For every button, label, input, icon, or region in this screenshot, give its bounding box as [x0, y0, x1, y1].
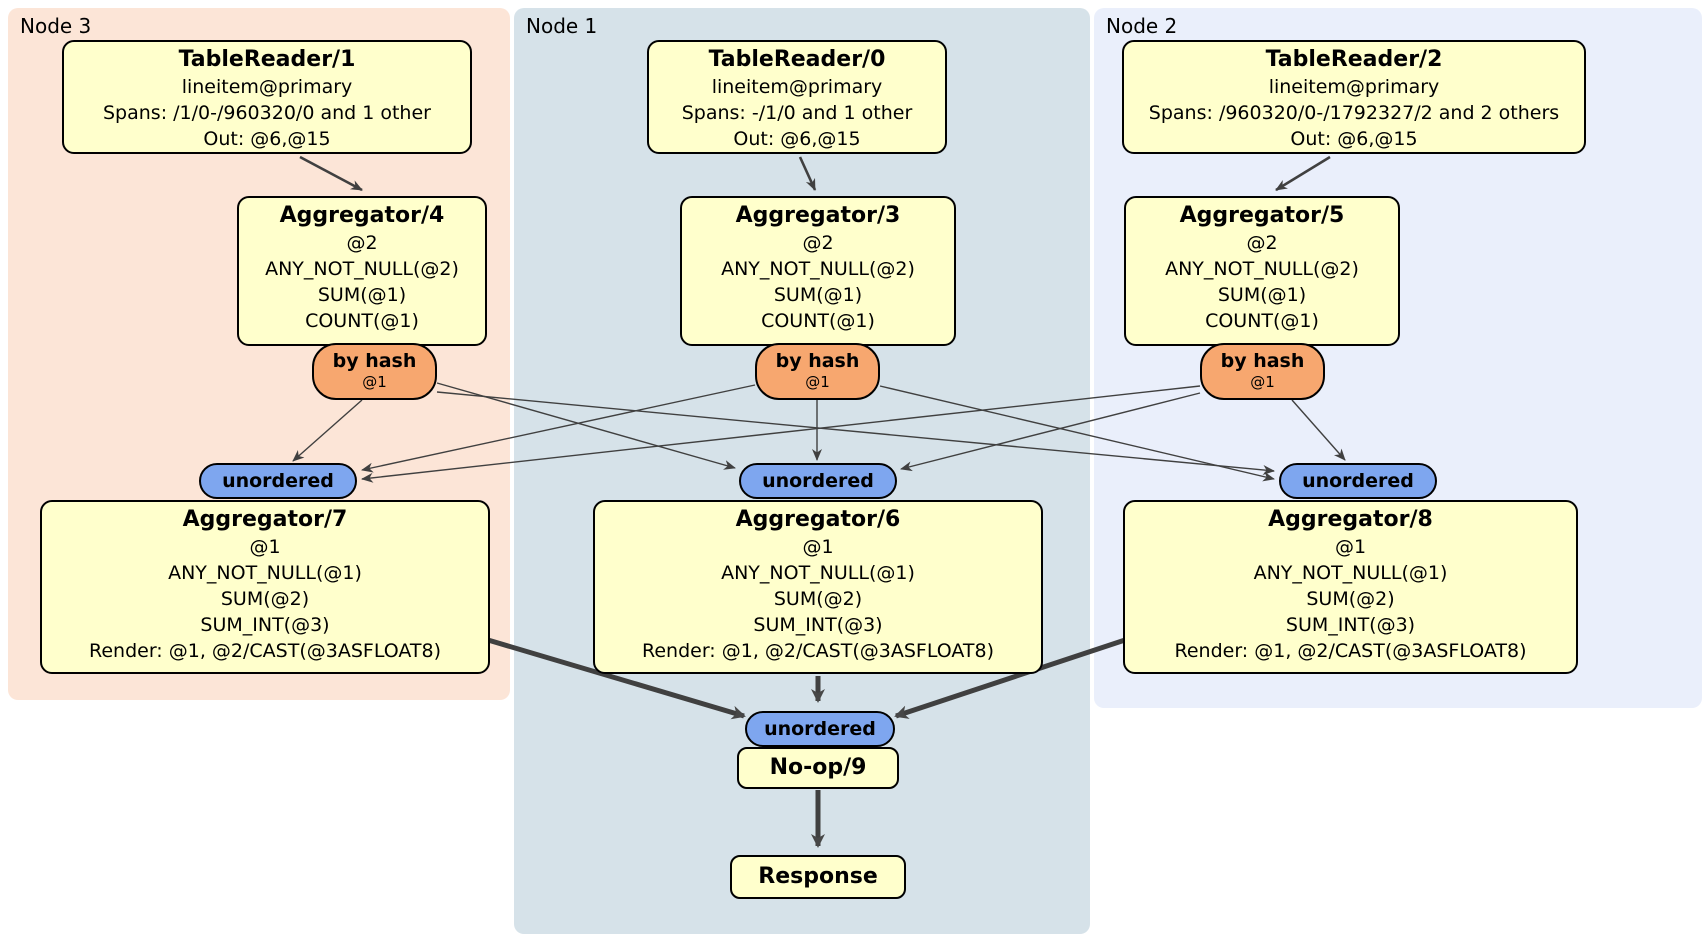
- agg-render: Render: @1, @2/CAST(@3ASFLOAT8): [642, 640, 994, 662]
- processor-spans: Spans: /960320/0-/1792327/2 and 2 others: [1148, 102, 1560, 124]
- processor-aggregator-7: Aggregator/7 @1 ANY_NOT_NULL(@1) SUM(@2)…: [40, 500, 490, 674]
- agg-func: COUNT(@1): [1205, 310, 1319, 332]
- edge-hash5-unordered7: [361, 385, 1201, 483]
- processor-out: Out: @6,@15: [1290, 128, 1418, 150]
- edge-hash4-unordered7: [292, 399, 363, 462]
- processor-noop-9: No-op/9: [737, 747, 899, 789]
- agg-func: ANY_NOT_NULL(@1): [721, 562, 915, 584]
- processor-aggregator-8: Aggregator/8 @1 ANY_NOT_NULL(@1) SUM(@2)…: [1123, 500, 1578, 674]
- node2-group-label: Node 2: [1106, 14, 1178, 38]
- processor-tablereader-0: TableReader/0 lineitem@primary Spans: -/…: [647, 40, 947, 154]
- router-label: by hash: [775, 350, 860, 372]
- processor-title: TableReader/0: [708, 47, 886, 72]
- sync-unordered-aggregator7: unordered: [199, 463, 357, 499]
- agg-func: SUM(@1): [773, 284, 863, 306]
- agg-render: Render: @1, @2/CAST(@3ASFLOAT8): [1174, 640, 1527, 662]
- agg-group-cols: @1: [802, 536, 834, 558]
- agg-group-cols: @2: [346, 232, 378, 254]
- agg-func: ANY_NOT_NULL(@2): [265, 258, 459, 280]
- agg-func: SUM(@1): [1217, 284, 1307, 306]
- agg-func: ANY_NOT_NULL(@1): [168, 562, 362, 584]
- edge-aggregator8-unordered9: [894, 637, 1126, 719]
- processor-index: lineitem@primary: [1268, 76, 1440, 98]
- agg-func: SUM(@2): [773, 588, 863, 610]
- router-by-hash-4: by hash @1: [312, 343, 437, 400]
- sync-unordered-noop9: unordered: [745, 711, 895, 747]
- router-label: by hash: [332, 350, 417, 372]
- edge-tablereader2-aggregator5: [1275, 155, 1331, 192]
- router-key: @1: [805, 373, 830, 391]
- processor-tablereader-2: TableReader/2 lineitem@primary Spans: /9…: [1122, 40, 1586, 154]
- agg-func: COUNT(@1): [761, 310, 875, 332]
- agg-func: SUM_INT(@3): [753, 614, 883, 636]
- agg-func: ANY_NOT_NULL(@2): [1165, 258, 1359, 280]
- node1-group-label: Node 1: [526, 14, 598, 38]
- processor-title: Aggregator/3: [735, 203, 901, 228]
- processor-title: TableReader/2: [1265, 47, 1443, 72]
- agg-func: ANY_NOT_NULL(@1): [1253, 562, 1448, 584]
- agg-func: ANY_NOT_NULL(@2): [721, 258, 915, 280]
- processor-aggregator-4: Aggregator/4 @2 ANY_NOT_NULL(@2) SUM(@1)…: [237, 196, 487, 346]
- agg-group-cols: @2: [1246, 232, 1278, 254]
- agg-render: Render: @1, @2/CAST(@3ASFLOAT8): [89, 640, 441, 662]
- agg-func: SUM_INT(@3): [200, 614, 330, 636]
- agg-func: COUNT(@1): [305, 310, 419, 332]
- edge-hash3-unordered7: [361, 384, 756, 473]
- agg-func: SUM(@2): [1306, 588, 1395, 610]
- processor-title: Aggregator/8: [1268, 507, 1433, 532]
- edge-hash5-unordered8: [1291, 399, 1346, 461]
- processor-aggregator-6: Aggregator/6 @1 ANY_NOT_NULL(@1) SUM(@2)…: [593, 500, 1043, 674]
- agg-group-cols: @1: [1334, 536, 1367, 558]
- processor-out: Out: @6,@15: [203, 128, 331, 150]
- router-key: @1: [1250, 373, 1275, 391]
- processor-index: lineitem@primary: [711, 76, 883, 98]
- agg-group-cols: @2: [802, 232, 834, 254]
- processor-aggregator-3: Aggregator/3 @2 ANY_NOT_NULL(@2) SUM(@1)…: [680, 196, 956, 346]
- router-key: @1: [362, 373, 387, 391]
- processor-response: Response: [730, 855, 906, 899]
- processor-spans: Spans: /1/0-/960320/0 and 1 other: [103, 102, 431, 124]
- processor-spans: Spans: -/1/0 and 1 other: [681, 102, 913, 124]
- router-by-hash-3: by hash @1: [755, 343, 880, 400]
- edge-aggregator7-unordered9: [487, 637, 746, 720]
- router-by-hash-5: by hash @1: [1200, 343, 1325, 400]
- processor-title: Aggregator/6: [735, 507, 901, 532]
- processor-tablereader-1: TableReader/1 lineitem@primary Spans: /1…: [62, 40, 472, 154]
- sync-unordered-aggregator6: unordered: [739, 463, 897, 499]
- agg-func: SUM(@1): [317, 284, 407, 306]
- edge-tablereader1-aggregator4: [299, 155, 363, 192]
- edge-hash3-unordered8: [879, 385, 1275, 482]
- processor-aggregator-5: Aggregator/5 @2 ANY_NOT_NULL(@2) SUM(@1)…: [1124, 196, 1400, 346]
- edge-hash5-unordered6: [900, 392, 1201, 472]
- edge-tablereader0-aggregator3: [798, 156, 817, 191]
- processor-title: Aggregator/7: [182, 507, 348, 532]
- edge-hash4-unordered8: [436, 391, 1275, 475]
- node3-group-label: Node 3: [20, 14, 92, 38]
- processor-out: Out: @6,@15: [733, 128, 861, 150]
- processor-index: lineitem@primary: [181, 76, 353, 98]
- processor-title: Aggregator/5: [1179, 203, 1345, 228]
- agg-func: SUM_INT(@3): [1285, 614, 1416, 636]
- agg-func: SUM(@2): [220, 588, 310, 610]
- processor-title: TableReader/1: [178, 47, 356, 72]
- sync-unordered-aggregator8: unordered: [1279, 463, 1437, 499]
- processor-title: Aggregator/4: [279, 203, 445, 228]
- router-label: by hash: [1220, 350, 1305, 372]
- agg-group-cols: @1: [249, 536, 281, 558]
